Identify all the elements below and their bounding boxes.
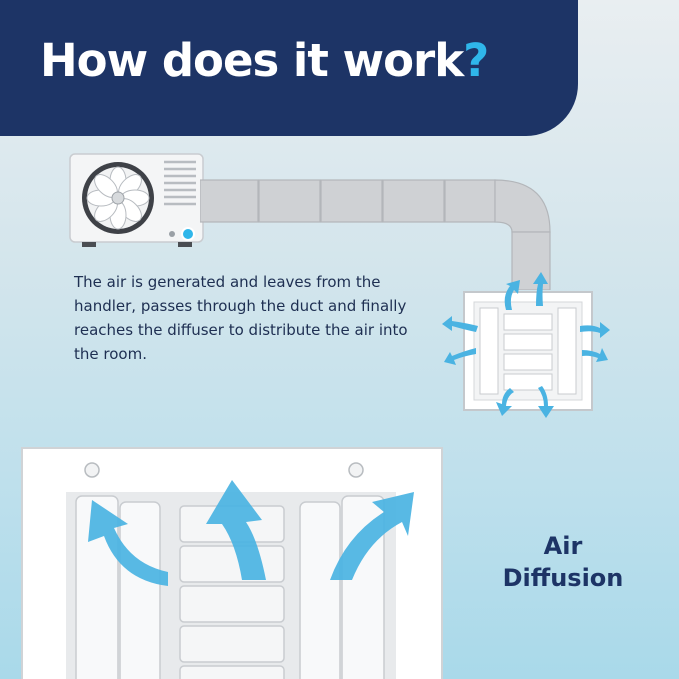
air-handler-unit: [68, 152, 205, 248]
air-diffusion-caption: Air Diffusion: [488, 530, 638, 594]
airflow-arrow-icon: [442, 272, 610, 418]
duct-pipe: [200, 160, 560, 290]
caption-line-2: Diffusion: [502, 564, 624, 592]
fan-icon: [82, 162, 154, 234]
small-diffuser-illustration: [440, 270, 620, 420]
page-title-question-mark: ?: [463, 34, 489, 87]
header-banner: How does it work?: [0, 0, 578, 136]
large-diffuser-closeup: [0, 440, 460, 679]
caption-line-1: Air: [543, 532, 583, 560]
page-title: How does it work?: [40, 34, 489, 87]
description-text: The air is generated and leaves from the…: [74, 273, 408, 363]
page-title-text: How does it work: [40, 34, 464, 87]
airflow-arrow-icon: [88, 480, 414, 586]
